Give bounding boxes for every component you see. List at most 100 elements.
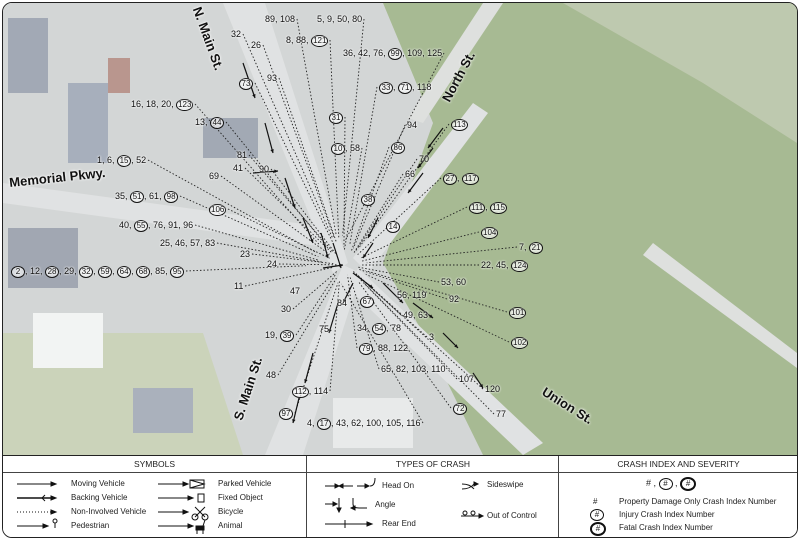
crash-label: 14 xyxy=(386,220,400,233)
pdo-crash-number: 12 xyxy=(30,266,41,276)
injury-crash-number: 71 xyxy=(398,82,413,94)
crash-label: 93 xyxy=(267,72,277,84)
pdo-crash-number: 3 xyxy=(429,332,435,342)
pdo-crash-number: 69 xyxy=(209,171,220,181)
crash-label: 1, 6, 15, 52 xyxy=(97,155,147,167)
crash-label: 23 xyxy=(240,248,250,260)
pdo-crash-number: 29 xyxy=(64,266,75,276)
legend-crash-types: TYPES OF CRASH Head On Angle Rear End Si… xyxy=(306,456,559,537)
pdo-crash-number: 25 xyxy=(160,238,171,248)
crash-arrow xyxy=(264,122,274,154)
leader-line xyxy=(342,18,365,236)
injury-crash-number: 67 xyxy=(360,296,374,308)
leader-line xyxy=(340,283,424,424)
leader-line xyxy=(277,277,337,376)
legend-severity: CRASH INDEX AND SEVERITY # , # , # # Pro… xyxy=(558,456,797,537)
injury-crash-number: 33 xyxy=(379,82,393,94)
crash-label: 97 xyxy=(279,407,293,420)
crash-label: 53, 60 xyxy=(441,277,467,287)
pdo-crash-number: 49 xyxy=(403,310,414,320)
legend-parked-vehicle: Parked Vehicle xyxy=(218,479,272,488)
crash-label: 24 xyxy=(267,258,277,270)
crash-label: 111, 115 xyxy=(469,202,507,214)
crash-label: 56, 119 xyxy=(397,290,427,300)
legend-pedestrian: Pedestrian xyxy=(71,521,110,530)
pdo-crash-number: 48 xyxy=(266,370,277,380)
pdo-crash-number: 47 xyxy=(290,286,301,296)
crash-label: 66 xyxy=(405,168,415,180)
pdo-crash-number: 65 xyxy=(381,364,392,374)
leader-line xyxy=(179,195,319,258)
crash-label: 79, 88, 122 xyxy=(359,342,408,355)
arrow-head-icon xyxy=(479,384,483,388)
leader-line xyxy=(352,270,402,316)
pdo-crash-number: 82 xyxy=(396,364,407,374)
crash-label: 81 xyxy=(237,149,247,161)
crash-type-icons xyxy=(325,477,485,528)
crash-label: 48 xyxy=(266,369,276,381)
injury-symbol: # xyxy=(658,478,673,490)
pdo-crash-number: 26 xyxy=(251,40,262,50)
pdo-crash-number: 62 xyxy=(351,418,362,428)
injury-crash-number: 97 xyxy=(279,408,293,420)
pdo-crash-number: 50 xyxy=(337,14,348,24)
arrow-head-icon xyxy=(428,144,432,148)
crash-label: 41 xyxy=(233,162,243,174)
crash-label: 106 xyxy=(209,203,227,216)
fatal-icon: # xyxy=(590,522,606,536)
leader-line xyxy=(366,246,518,264)
arrow-head-icon xyxy=(369,284,373,288)
leader-line xyxy=(220,175,330,255)
crash-arrow xyxy=(252,170,279,174)
pdo-crash-number: 114 xyxy=(313,386,329,396)
crash-label: 3 xyxy=(429,331,434,343)
pdo-crash-number: 83 xyxy=(205,238,216,248)
pdo-crash-number: 77 xyxy=(496,409,507,419)
crash-arrow xyxy=(284,177,296,209)
crash-label: 34, 54, 78 xyxy=(357,323,402,335)
pdo-crash-number: 57 xyxy=(190,238,201,248)
leader-line xyxy=(363,282,495,415)
crash-label: 120 xyxy=(485,383,500,395)
pdo-crash-number: 80 xyxy=(352,14,363,24)
arrow-head-icon xyxy=(252,94,256,98)
crash-label: 30 xyxy=(281,303,291,315)
pdo-crash-number: 116 xyxy=(406,418,421,428)
injury-crash-number: 17 xyxy=(317,418,332,430)
pdo-crash-number: 61 xyxy=(149,191,160,201)
injury-crash-number: 39 xyxy=(280,330,295,342)
pdo-crash-number: 120 xyxy=(485,384,501,394)
leader-line xyxy=(350,146,390,251)
injury-crash-number: 28 xyxy=(45,266,60,278)
pdo-crash-number: 5 xyxy=(317,14,323,24)
leader-line xyxy=(358,268,448,300)
legend-out-of-control: Out of Control xyxy=(487,511,537,520)
crash-label: 2, 12, 28, 29, 32, 59, 64, 68, 85, 95 xyxy=(11,265,185,278)
pdo-crash-number: 30 xyxy=(281,304,292,314)
arrow-head-icon xyxy=(429,314,433,318)
pdo-crash-number: 88 xyxy=(378,343,389,353)
injury-crash-number: 79 xyxy=(359,343,373,355)
leader-line xyxy=(248,154,334,253)
injury-crash-number: 73 xyxy=(239,78,253,90)
crash-label: 36, 42, 76, 99, 109, 125 xyxy=(343,48,443,60)
pdo-crash-number: 32 xyxy=(231,29,242,39)
pdo-crash-number: 84 xyxy=(337,298,348,308)
pdo-crash-number: 96 xyxy=(183,220,194,230)
crash-label: 77 xyxy=(496,408,506,420)
pdo-crash-number: 88 xyxy=(296,35,307,45)
crash-arrow xyxy=(332,242,342,269)
pdo-crash-number: 81 xyxy=(237,150,248,160)
crash-label: 113 xyxy=(451,118,468,131)
injury-crash-number: 124 xyxy=(511,260,529,272)
crash-arrow xyxy=(352,272,374,289)
pdo-crash-number: 100 xyxy=(366,418,382,428)
crash-label: 4, 17, 43, 62, 100, 105, 116 xyxy=(307,418,421,430)
injury-crash-number: 95 xyxy=(170,266,185,278)
pdo-crash-number: 75 xyxy=(319,324,330,334)
pdo-crash-number: 9 xyxy=(327,14,333,24)
injury-crash-number: 111 xyxy=(469,202,486,214)
pdo-crash-number: 35 xyxy=(115,191,126,201)
pdo-crash-number: 1 xyxy=(97,155,103,165)
pdo-crash-number: 89 xyxy=(265,14,276,24)
